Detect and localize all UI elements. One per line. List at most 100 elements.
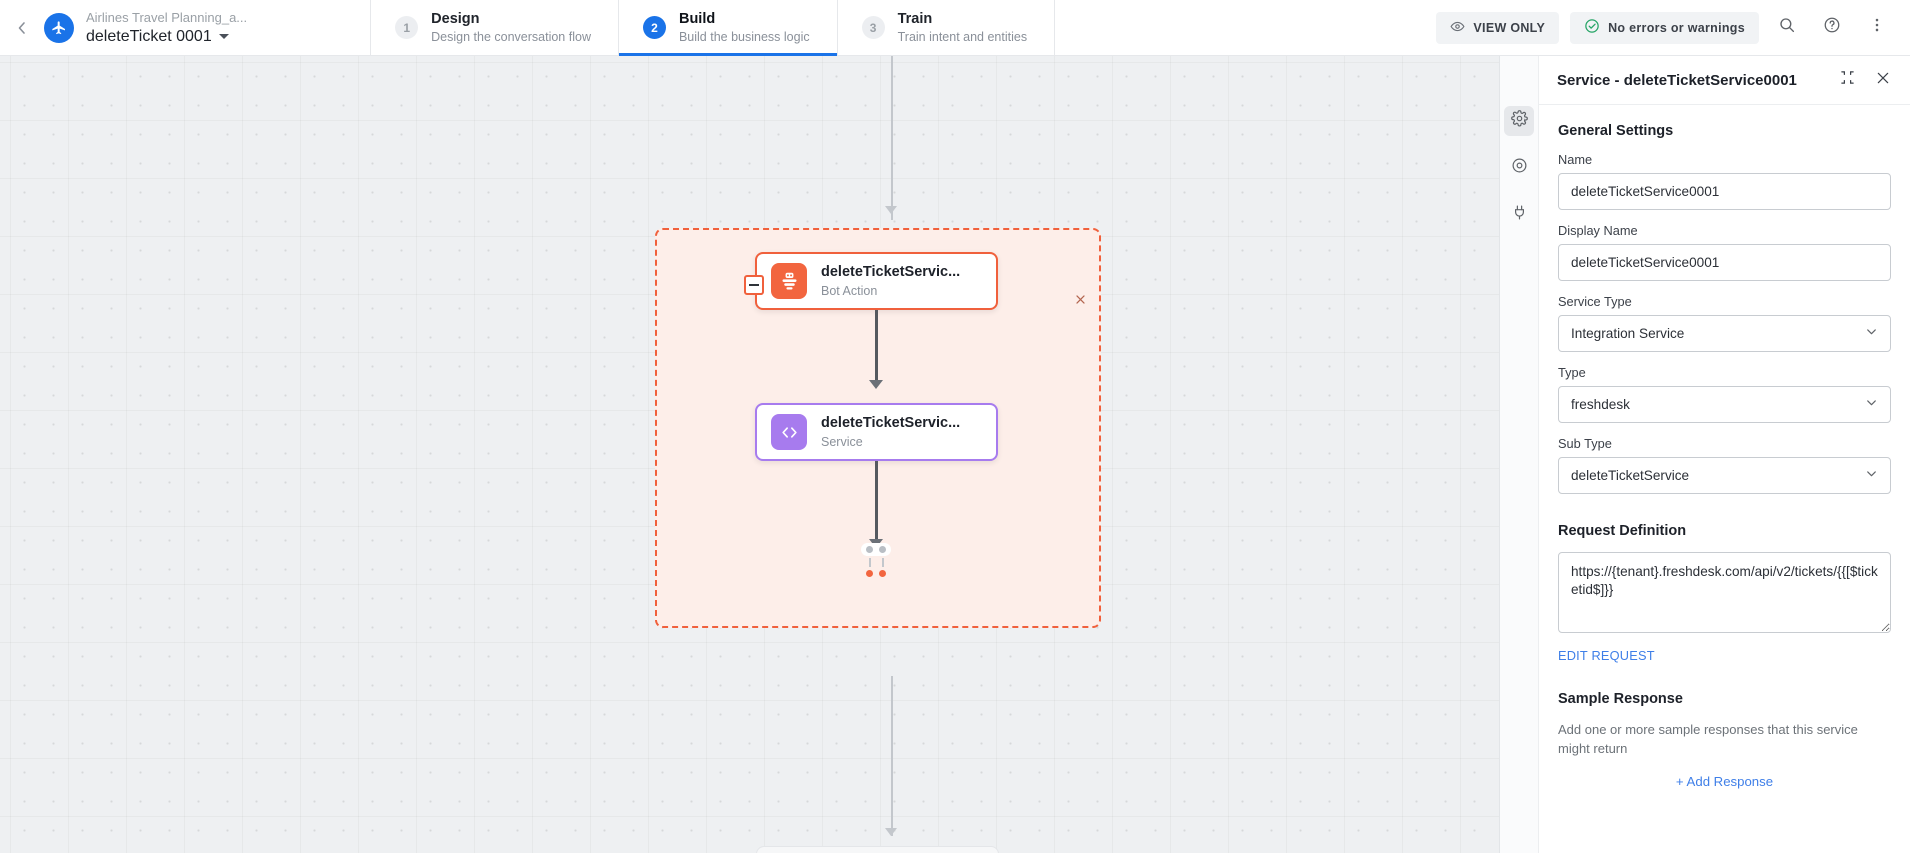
general-settings-title: General Settings [1558, 123, 1674, 139]
tab-build[interactable]: 2 Build Build the business logic [617, 0, 837, 56]
sample-response-description: Add one or more sample responses that th… [1558, 722, 1858, 756]
step-title: Design [431, 10, 480, 27]
panel-title: Service - deleteTicketService0001 [1557, 71, 1797, 89]
rail-item-settings[interactable] [1504, 106, 1534, 136]
flow-connector-widget[interactable] [861, 543, 891, 580]
code-icon [771, 414, 807, 450]
status-badge[interactable]: No errors or warnings [1570, 11, 1759, 44]
sub-type-select[interactable] [1558, 457, 1891, 494]
panel-icon-rail [1500, 56, 1539, 853]
edit-request-link[interactable]: EDIT REQUEST [1558, 648, 1655, 663]
help-circle-icon [1823, 16, 1841, 39]
trunk-arrow-bottom [885, 828, 897, 836]
node-bot-action[interactable]: deleteTicketServic... Bot Action [755, 252, 998, 310]
help-button[interactable] [1815, 11, 1849, 45]
status-label: No errors or warnings [1608, 20, 1745, 35]
step-number: 2 [642, 16, 666, 39]
connector-tick [879, 558, 886, 567]
search-icon [1778, 16, 1796, 39]
type-select[interactable] [1558, 386, 1891, 423]
edge-arrow-1 [869, 380, 883, 389]
service-type-label: Service Type [1558, 294, 1632, 309]
check-circle-icon [1584, 18, 1600, 37]
field-type: Type [1558, 365, 1891, 423]
chevron-down-icon [218, 33, 229, 39]
group-collapse-toggle[interactable] [744, 275, 764, 295]
sample-response-title: Sample Response [1558, 691, 1683, 707]
step-number: 1 [395, 16, 419, 39]
request-url-textarea[interactable]: https://{tenant}.freshdesk.com/api/v2/ti… [1558, 552, 1891, 633]
search-button[interactable] [1770, 11, 1804, 45]
connector-dots-grey [861, 543, 891, 556]
edge-bot-to-service [875, 310, 878, 382]
node-title: deleteTicketServic... [821, 415, 961, 431]
app-logo-icon [44, 12, 74, 43]
step-desc: Build the business logic [678, 29, 810, 44]
connector-dot [866, 546, 873, 553]
connector-dots-orange [861, 567, 891, 580]
panel-scroll-area[interactable]: General Settings Name Display Name Servi… [1539, 105, 1910, 853]
step-number: 3 [861, 16, 885, 39]
name-label: Name [1558, 152, 1593, 167]
chevron-left-icon [14, 20, 30, 36]
collapse-icon [1840, 70, 1855, 90]
robot-icon [771, 263, 807, 299]
display-name-label: Display Name [1558, 223, 1638, 238]
field-sub-type: Sub Type [1558, 436, 1891, 494]
target-circle-icon [1511, 157, 1528, 179]
add-response-link[interactable]: + Add Response [1675, 774, 1774, 789]
node-title: deleteTicketServic... [821, 264, 961, 280]
connector-dot [866, 570, 873, 577]
wizard-steps: 1 Design Design the conversation flow 2 … [370, 0, 1056, 56]
connector-ticks [861, 558, 891, 567]
breadcrumb-current-label: deleteTicket 0001 [86, 27, 212, 45]
trunk-line-top [891, 56, 893, 220]
step-desc: Train intent and entities [897, 29, 1028, 44]
top-bar: Airlines Travel Planning_a... deleteTick… [0, 0, 1910, 56]
view-only-label: VIEW ONLY [1473, 20, 1546, 35]
breadcrumb-current-wrap[interactable]: deleteTicket 0001 [86, 26, 247, 47]
more-vertical-icon [1868, 16, 1886, 39]
name-input[interactable] [1558, 173, 1891, 210]
eye-icon [1450, 19, 1465, 37]
connector-tick [866, 558, 873, 567]
connector-dot [879, 546, 886, 553]
node-subtitle: Service [821, 435, 863, 449]
node-bottom-partial[interactable] [756, 846, 999, 853]
field-display-name: Display Name [1558, 223, 1891, 281]
panel-close-button[interactable] [1870, 67, 1896, 93]
properties-panel: Service - deleteTicketService0001 Genera… [1499, 56, 1910, 853]
rail-item-integrations[interactable] [1504, 200, 1534, 230]
panel-collapse-button[interactable] [1834, 67, 1860, 93]
back-button[interactable] [0, 0, 44, 55]
panel-header: Service - deleteTicketService0001 [1539, 56, 1910, 105]
view-only-badge[interactable]: VIEW ONLY [1436, 11, 1560, 44]
connector-dot [879, 570, 886, 577]
flow-canvas[interactable]: deleteTicketServic... Bot Action deleteT… [0, 56, 1499, 853]
step-desc: Design the conversation flow [431, 29, 591, 44]
edge-service-to-end [875, 461, 878, 541]
breadcrumb: Airlines Travel Planning_a... deleteTick… [86, 0, 263, 55]
more-options-button[interactable] [1860, 11, 1894, 45]
field-service-type: Service Type [1558, 294, 1891, 352]
minus-icon [749, 284, 759, 286]
breadcrumb-project: Airlines Travel Planning_a... [86, 9, 248, 25]
group-close-button[interactable] [1069, 288, 1091, 310]
close-icon [1875, 70, 1891, 91]
service-type-select[interactable] [1558, 315, 1891, 352]
node-service[interactable]: deleteTicketServic... Service [755, 403, 998, 461]
display-name-input[interactable] [1558, 244, 1891, 281]
trunk-arrow-top [885, 206, 897, 214]
sub-type-label: Sub Type [1558, 436, 1612, 451]
rail-item-connections[interactable] [1504, 153, 1534, 183]
request-definition-title: Request Definition [1558, 523, 1687, 539]
field-name: Name [1558, 152, 1891, 210]
panel-body: Service - deleteTicketService0001 Genera… [1539, 56, 1910, 853]
node-subtitle: Bot Action [821, 284, 878, 298]
top-bar-actions: VIEW ONLY No errors or warnings [1436, 0, 1910, 55]
tab-design[interactable]: 1 Design Design the conversation flow [370, 0, 618, 55]
gear-icon [1510, 110, 1528, 132]
tab-train[interactable]: 3 Train Train intent and entities [836, 0, 1056, 55]
step-title: Train [897, 10, 933, 27]
plug-icon [1511, 204, 1528, 226]
